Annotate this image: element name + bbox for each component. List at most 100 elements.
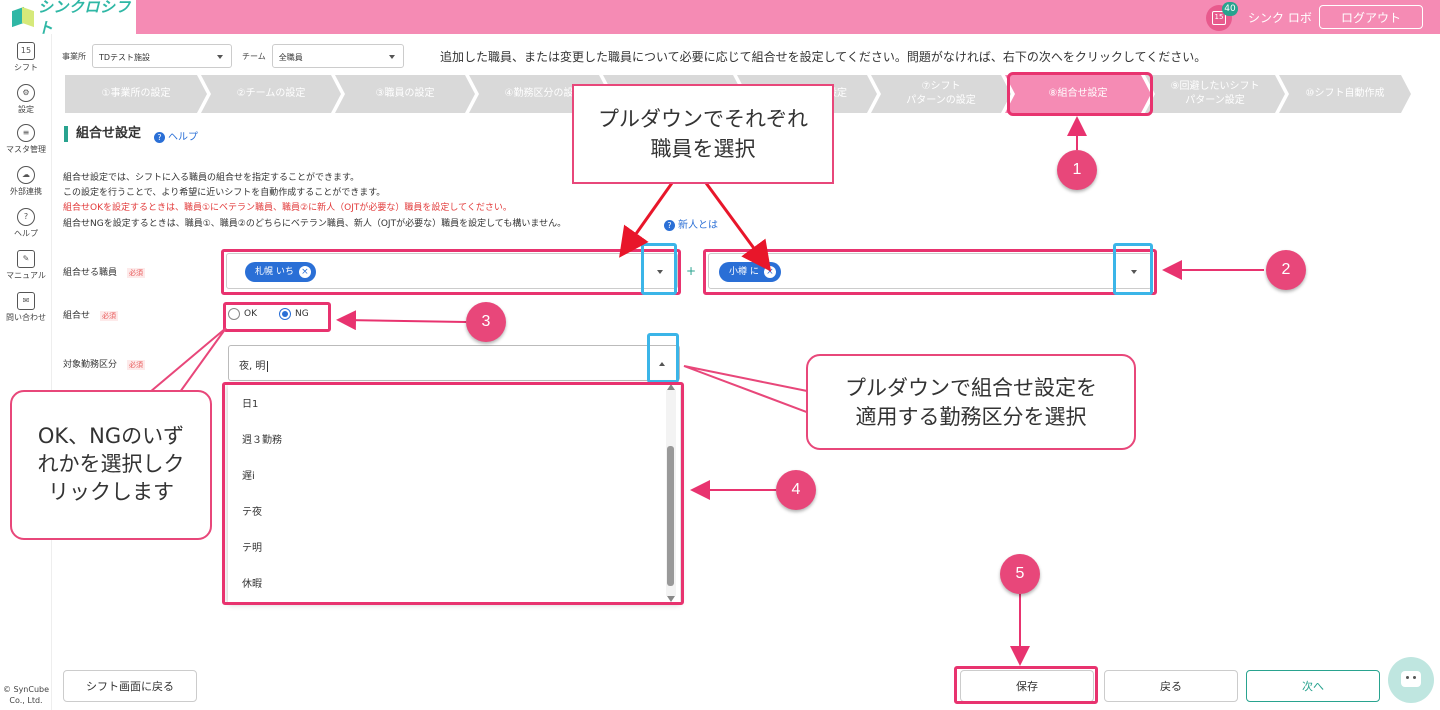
- shift-row-label: 対象勤務区分必須: [63, 360, 146, 370]
- step-1[interactable]: ①事業所の設定: [65, 75, 207, 113]
- calendar-icon: 15: [17, 42, 35, 60]
- annotation-highlight-staff2: [703, 249, 1157, 295]
- office-label: 事業所: [62, 51, 86, 61]
- sidebar-item-shift[interactable]: 15 シフト: [0, 42, 52, 73]
- step-7[interactable]: ⑦シフトパターンの設定: [871, 75, 1011, 113]
- annotation-number-1: 1: [1057, 150, 1097, 190]
- help-icon: ?: [17, 208, 35, 226]
- staff-chip: 札幌 いち ×: [245, 262, 316, 282]
- annotation-highlight-save: [954, 666, 1098, 704]
- top-bar: シンクロシフト 15 40 シンク ロボ ログアウト: [0, 0, 1440, 37]
- logout-button[interactable]: ログアウト: [1319, 5, 1423, 29]
- combo-row-label: 組合せ必須: [63, 311, 119, 321]
- description-line: この設定を行うことで、より希望に近いシフトを自動作成することができます。: [63, 188, 386, 198]
- sidebar-item-label: 設定: [18, 105, 34, 114]
- shift-dropdown-list: 日1 週３勤務 遅i テ夜 テ明 休暇: [228, 384, 680, 602]
- sidebar-item-master[interactable]: ≡ マスタ管理: [0, 124, 52, 155]
- notification-count-badge: 40: [1222, 2, 1238, 16]
- annotation-highlight-radio: [223, 302, 331, 332]
- save-button[interactable]: 保存: [960, 670, 1094, 702]
- app-logo[interactable]: シンクロシフト: [0, 0, 136, 37]
- annotation-highlight-step: [1007, 72, 1153, 116]
- sidebar: 15 シフト ⚙ 設定 ≡ マスタ管理 ☁ 外部連携 ? ヘルプ ✎ マニュアル…: [0, 34, 52, 710]
- required-badge: 必須: [100, 311, 119, 321]
- newbie-link[interactable]: ?新人とは: [664, 216, 718, 231]
- ng-label: NG: [295, 309, 309, 319]
- description-line: 組合せ設定では、シフトに入る職員の組合せを指定することができます。: [63, 173, 360, 183]
- sidebar-item-label: マスタ管理: [6, 145, 46, 154]
- office-select[interactable]: TDテスト施設: [92, 44, 232, 68]
- sidebar-item-label: 問い合わせ: [6, 313, 46, 322]
- sidebar-item-manual[interactable]: ✎ マニュアル: [0, 250, 52, 281]
- annotation-callout-staff: プルダウンでそれぞれ 職員を選択: [572, 84, 834, 184]
- mail-icon: ✉: [17, 292, 35, 310]
- back-to-shift-button[interactable]: シフト画面に戻る: [63, 670, 197, 702]
- ng-radio[interactable]: [279, 308, 291, 320]
- step-9[interactable]: ⑨回避したいシフトパターン設定: [1145, 75, 1285, 113]
- step-3[interactable]: ③職員の設定: [335, 75, 475, 113]
- ok-radio[interactable]: [228, 308, 240, 320]
- sidebar-item-label: マニュアル: [6, 271, 46, 280]
- user-name: シンク ロボ: [1248, 11, 1312, 25]
- database-icon: ≡: [17, 124, 35, 142]
- list-item[interactable]: 週３勤務: [242, 435, 282, 446]
- step-8[interactable]: ⑧組合せ設定: [1005, 75, 1151, 113]
- sidebar-item-integration[interactable]: ☁ 外部連携: [0, 166, 52, 197]
- plus-sign: +: [686, 264, 697, 278]
- annotation-highlight-list: [222, 382, 684, 605]
- filter-row: 事業所 TDテスト施設 チーム 全職員: [62, 44, 414, 68]
- sidebar-item-help[interactable]: ? ヘルプ: [0, 208, 52, 239]
- edit-icon: ✎: [17, 250, 35, 268]
- back-button[interactable]: 戻る: [1104, 670, 1238, 702]
- question-icon: ?: [664, 220, 675, 231]
- logo-mark-icon: [12, 5, 34, 29]
- cloud-icon: ☁: [17, 166, 35, 184]
- description-warning: 組合せOKを設定するときは、職員①にベテラン職員、職員②に新人（OJTが必要な）…: [63, 203, 512, 213]
- gear-icon: ⚙: [17, 84, 35, 102]
- sidebar-item-label: 外部連携: [10, 187, 42, 196]
- list-item[interactable]: 日1: [242, 399, 259, 410]
- chevron-down-icon[interactable]: [657, 270, 663, 274]
- annotation-number-2: 2: [1266, 250, 1306, 290]
- combo-radio-group: OK NG: [228, 308, 309, 320]
- scroll-up-icon[interactable]: [667, 384, 675, 390]
- shift-type-input[interactable]: 夜, 明: [228, 345, 680, 381]
- description-line: 組合せNGを設定するときは、職員①、職員②のどちらにベテラン職員、新人（OJTが…: [63, 219, 567, 229]
- required-badge: 必須: [127, 360, 146, 370]
- chevron-up-icon[interactable]: [659, 362, 665, 366]
- step-2[interactable]: ②チームの設定: [201, 75, 341, 113]
- remove-chip-icon[interactable]: ×: [298, 266, 311, 278]
- scrollbar-thumb[interactable]: [667, 446, 674, 586]
- sidebar-item-contact[interactable]: ✉ 問い合わせ: [0, 292, 52, 323]
- ok-label: OK: [244, 309, 257, 319]
- annotation-highlight-staff1: [221, 249, 681, 295]
- annotation-highlight-dropdown2: [1113, 243, 1153, 295]
- list-item[interactable]: テ明: [242, 543, 262, 554]
- list-item[interactable]: 遅i: [242, 471, 255, 482]
- list-item[interactable]: 休暇: [242, 579, 262, 590]
- sidebar-item-settings[interactable]: ⚙ 設定: [0, 84, 52, 115]
- required-badge: 必須: [127, 268, 146, 278]
- list-item[interactable]: テ夜: [242, 507, 262, 518]
- annotation-number-5: 5: [1000, 554, 1040, 594]
- annotation-callout-radio: OK、NGのいず れかを選択しク リックします: [10, 390, 212, 540]
- team-select[interactable]: 全職員: [271, 44, 404, 68]
- next-button[interactable]: 次へ: [1246, 670, 1380, 702]
- scroll-down-icon[interactable]: [667, 596, 675, 602]
- logo-text: シンクロシフト: [37, 0, 131, 37]
- annotation-highlight-dropdown1: [641, 243, 677, 295]
- chevron-down-icon[interactable]: [1131, 270, 1137, 274]
- annotation-highlight-shift-dropdown: [647, 333, 679, 383]
- annotation-number-4: 4: [776, 470, 816, 510]
- sidebar-item-label: ヘルプ: [14, 229, 38, 238]
- step-10[interactable]: ⑩シフト自動作成: [1279, 75, 1411, 113]
- staff-row-label: 組合せる職員必須: [63, 268, 146, 278]
- page-title: 組合せ設定: [64, 126, 141, 142]
- instruction-text: 追加した職員、または変更した職員について必要に応じて組合せを設定してください。問…: [440, 50, 1207, 64]
- copyright: © SynCube Co., Ltd.: [2, 685, 50, 705]
- question-icon: ?: [154, 132, 165, 143]
- chatbot-icon[interactable]: [1388, 657, 1434, 703]
- help-link[interactable]: ?ヘルプ: [154, 128, 198, 143]
- sidebar-item-label: シフト: [14, 63, 38, 72]
- staff1-select[interactable]: 札幌 いち ×: [226, 253, 678, 289]
